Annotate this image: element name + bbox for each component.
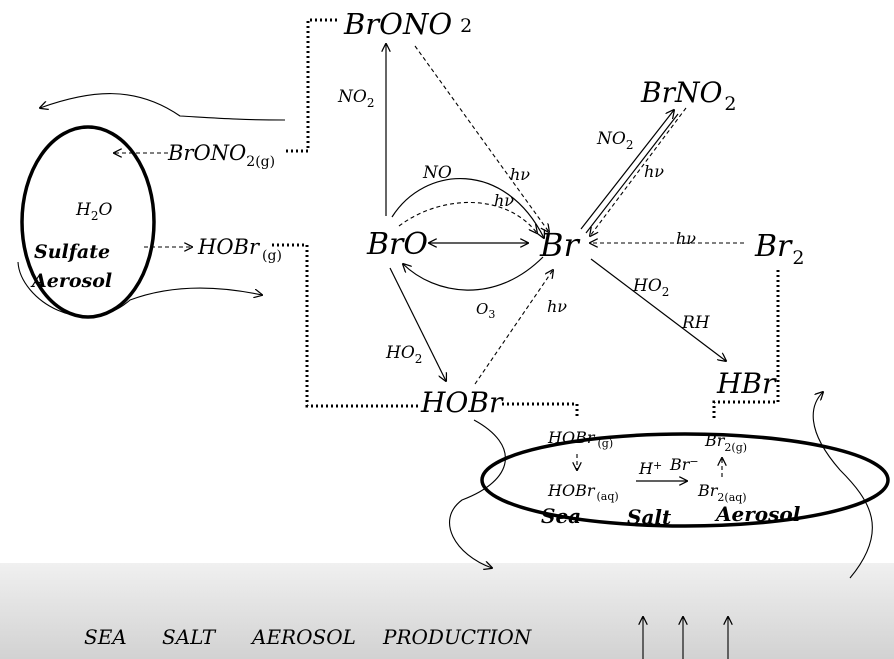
label-ho2-right: HO2	[632, 276, 669, 299]
br2-to-sea-salt-path	[712, 270, 780, 418]
species-bro: BrO	[366, 227, 428, 262]
sulfate-h2o: H2O	[75, 200, 112, 223]
label-rh: RH	[681, 313, 711, 333]
label-no: NO	[422, 163, 452, 183]
hobr-photolysis-arrow	[474, 270, 553, 385]
label-no2-left: NO2	[337, 87, 374, 110]
seasalt-hobr-aq: HOBr(aq)	[547, 481, 619, 503]
br-ho2-to-hbr-arrow	[590, 258, 726, 361]
label-ho2-left: HO2	[385, 343, 422, 366]
label-hv-hobr: hν	[547, 297, 567, 316]
air-flow-sea-salt-left-curve	[449, 419, 506, 568]
label-no2-right: NO2	[596, 129, 633, 152]
hobr-to-sea-salt-path	[502, 402, 579, 418]
surface-word-aerosol: AEROSOL	[250, 625, 356, 649]
label-hv-bro: hν	[494, 191, 514, 210]
surface-word-salt: SALT	[162, 625, 217, 649]
seasalt-name-sea: Sea	[541, 504, 581, 528]
seasalt-name-salt: Salt	[627, 505, 672, 529]
seasalt-br-minus: Br−	[669, 455, 699, 474]
bro-hv-to-br-arrow	[398, 201, 537, 233]
species-br2: Br2	[754, 229, 804, 269]
seasalt-hobr-gas: HOBr(g)	[547, 428, 613, 450]
label-hv-no: hν	[510, 165, 530, 184]
air-flow-top-curve	[40, 93, 286, 121]
bro-no-to-br-arrow	[391, 178, 544, 238]
sea-salt-aerosol-particle	[480, 432, 890, 528]
species-br: Br	[539, 226, 581, 264]
brono2-photolysis-arrow	[414, 45, 549, 232]
br-no2-to-brno2-arrow-b	[585, 113, 679, 234]
seasalt-name-aerosol: Aerosol	[714, 502, 801, 526]
sulfate-name-line2: Aerosol	[30, 270, 112, 292]
sulfate-brono2-gas: BrONO2(g)	[167, 141, 275, 170]
surface-word-production: PRODUCTION	[382, 625, 533, 649]
label-hv-brno2: hν	[644, 162, 664, 181]
air-flow-bottom-curve	[17, 261, 262, 318]
brno2-photolysis-arrow	[590, 107, 687, 236]
seasalt-br2-gas: Br2(g)	[704, 431, 747, 454]
species-hobr: HOBr	[420, 386, 504, 419]
seasalt-h-plus: H+	[638, 459, 662, 478]
bro-ho2-to-hobr-arrow	[389, 267, 446, 381]
air-flow-sea-salt-right-curve	[812, 392, 873, 579]
species-hbr: HBr	[716, 367, 777, 400]
br-o3-to-bro-arrow	[403, 256, 544, 291]
sea-surface-band	[0, 563, 894, 659]
seasalt-br2-aq: Br2(aq)	[697, 481, 747, 504]
hobr-gas-transport-path	[272, 243, 418, 408]
label-hv-br2: hν	[676, 229, 696, 248]
sulfate-hobr-gas: HOBr(g)	[197, 235, 282, 264]
surface-word-sea: SEA	[84, 625, 127, 649]
label-o3: O3	[476, 300, 495, 321]
sulfate-name-line1: Sulfate	[34, 241, 110, 263]
br-no2-to-brno2-arrow-a	[580, 110, 674, 230]
brono2-transport-path	[285, 18, 337, 153]
